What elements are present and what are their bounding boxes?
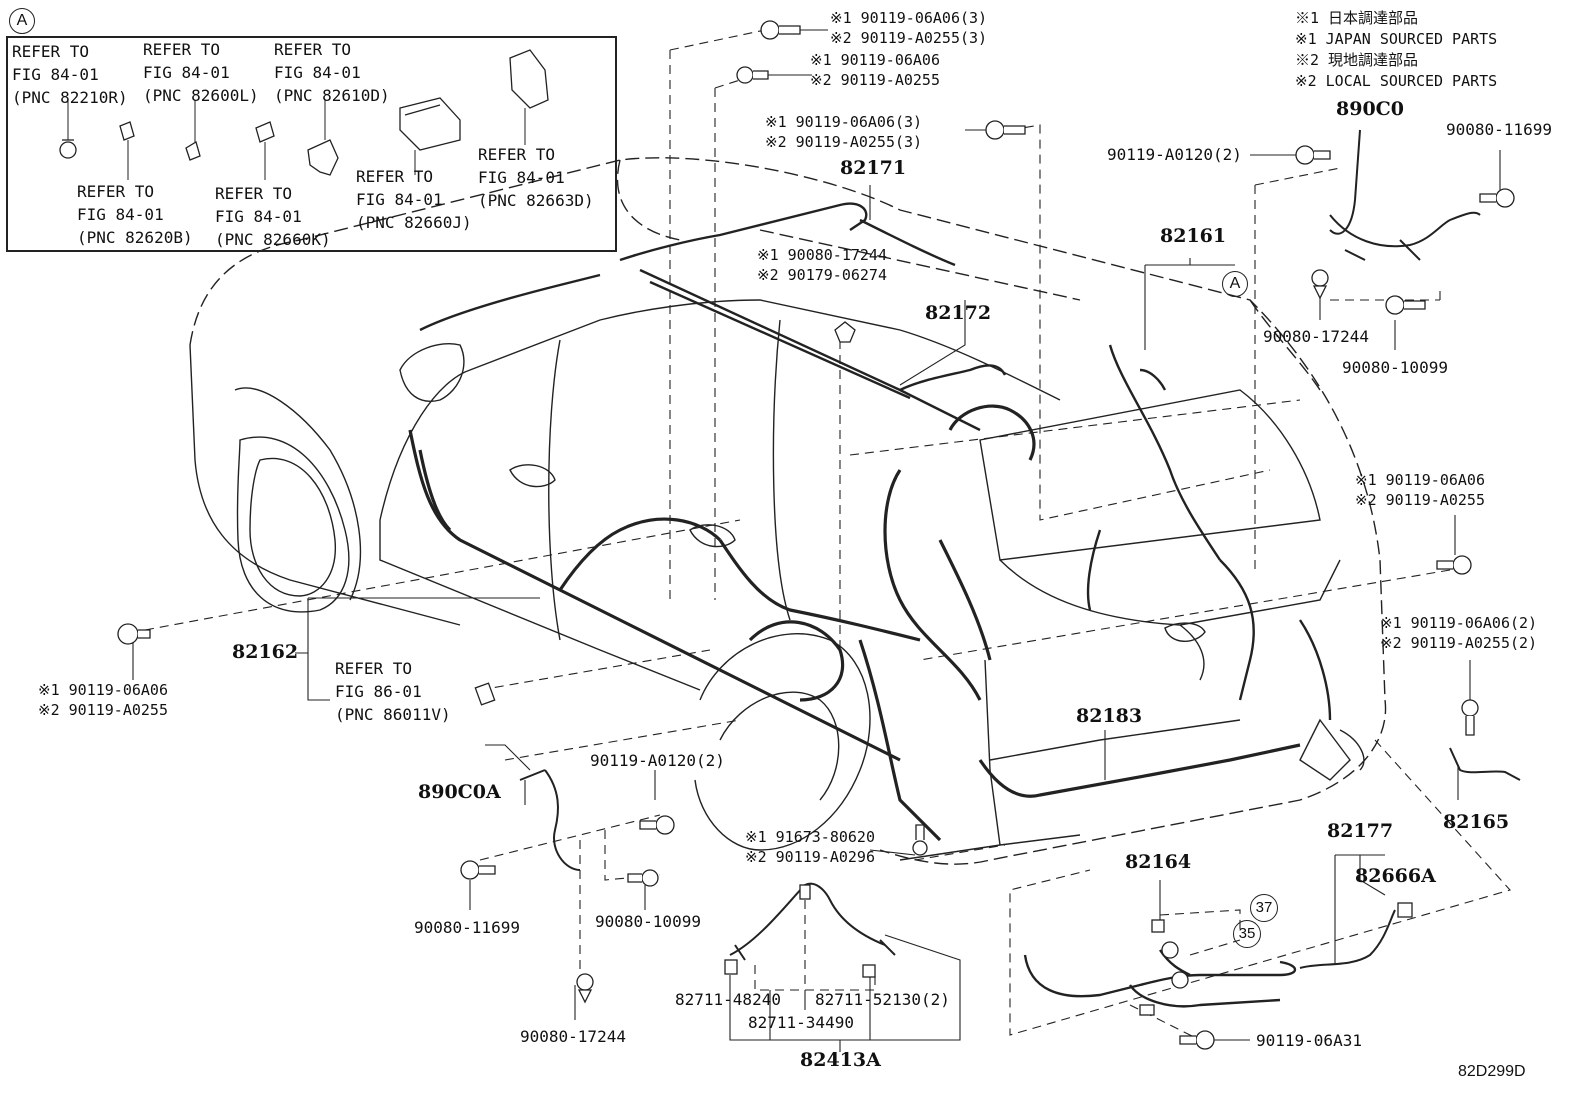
bolt-icon <box>736 66 769 84</box>
fastener-icons <box>117 20 1515 1050</box>
bolt-icon <box>912 824 928 856</box>
bracket-icon <box>307 139 339 176</box>
part-90080-10099-low: 90080-10099 <box>595 912 701 931</box>
connector-icon <box>1397 902 1413 918</box>
part-90080-10099-right: 90080-10099 <box>1342 358 1448 377</box>
clip-icon <box>119 121 135 141</box>
part-82183: 82183 <box>1076 705 1143 727</box>
clip-icon <box>724 959 738 975</box>
harness-82165 <box>1449 747 1521 781</box>
legend-line-3: ※2 現地調達部品 <box>1295 51 1419 69</box>
part-90119-A0120-top: 90119-A0120(2) <box>1107 145 1242 164</box>
legend-line-2: ※1 JAPAN SOURCED PARTS <box>1295 30 1498 48</box>
part-82161: 82161 <box>1160 225 1227 247</box>
note-top3: ※1 90119-06A06(3)※2 90119-A0255(3) <box>765 113 923 151</box>
note-bottom: ※1 91673-80620※2 90119-A0296 <box>745 828 875 866</box>
part-82711-34490: 82711-34490 <box>748 1013 854 1032</box>
clip-icon <box>255 121 275 143</box>
bolt-icon <box>1179 1030 1215 1050</box>
part-90119-06A31: 90119-06A31 <box>1256 1031 1362 1050</box>
bolt-icon <box>985 120 1026 140</box>
reference-inset-box <box>6 36 617 252</box>
bolt-icon <box>1385 295 1426 315</box>
inset-leaders <box>67 100 526 180</box>
part-82162: 82162 <box>232 641 299 663</box>
bolt-icon <box>1295 145 1331 165</box>
part-890C0: 890C0 <box>1336 98 1405 120</box>
part-82171: 82171 <box>840 157 907 179</box>
note-right2: ※1 90119-06A06(2)※2 90119-A0255(2) <box>1380 614 1538 652</box>
part-90080-17244-low: 90080-17244 <box>520 1027 626 1046</box>
module-icon <box>509 49 549 109</box>
clip-icon <box>1151 919 1165 933</box>
part-90080-11699-low: 90080-11699 <box>414 918 520 937</box>
part-82164: 82164 <box>1125 851 1192 873</box>
note-right1: ※1 90119-06A06※2 90119-A0255 <box>1355 471 1485 509</box>
bolt-icon <box>1479 188 1515 208</box>
clip-icon <box>1311 269 1329 300</box>
bolt-icon <box>1461 699 1479 736</box>
bolt-icon <box>1436 555 1472 575</box>
note-top1: ※1 90119-06A06(3)※2 90119-A0255(3) <box>830 9 988 47</box>
note-mid: ※1 90080-17244※2 90179-06274 <box>757 246 887 284</box>
vehicle-body-outline <box>189 157 1387 865</box>
harness-890C0 <box>519 129 1481 871</box>
legend-line-1: ※1 日本調達部品 <box>1295 9 1419 27</box>
part-82666A: 82666A <box>1355 865 1436 887</box>
bolt-icon <box>117 623 151 645</box>
clip-icon <box>185 141 201 161</box>
clip-icon <box>862 964 876 978</box>
part-82711-52130: 82711-52130(2) <box>815 990 950 1009</box>
harness-main <box>408 404 1301 842</box>
part-90080-11699-top: 90080-11699 <box>1446 120 1552 139</box>
module-icon <box>399 97 461 151</box>
note-top2: ※1 90119-06A06※2 90119-A0255 <box>810 51 940 89</box>
bolt-icon <box>460 860 496 880</box>
diagram-id: 82D299D <box>1458 1063 1526 1080</box>
ref-circle-37: 37 <box>1250 894 1278 922</box>
clip-icon <box>834 321 856 343</box>
vehicle-body-lines <box>189 299 1365 861</box>
bolt-icon <box>639 815 675 835</box>
ref-circle-35: 35 <box>1233 920 1261 948</box>
harness-82177 <box>1299 909 1396 969</box>
part-82711-48240: 82711-48240 <box>675 990 781 1009</box>
solid-leaders <box>132 29 1501 1052</box>
note-left: ※1 90119-06A06※2 90119-A0255 <box>38 681 168 719</box>
part-90080-17244-right: 90080-17244 <box>1263 327 1369 346</box>
inset-part-icons <box>59 49 549 176</box>
callout-marker-a: A <box>1222 271 1248 297</box>
part-890C0A: 890C0A <box>418 781 501 803</box>
bolt-icon <box>627 869 659 887</box>
part-82165: 82165 <box>1443 811 1510 833</box>
part-82413A: 82413A <box>800 1049 881 1071</box>
harness-roof <box>419 202 1332 721</box>
clip-icon <box>1171 971 1189 989</box>
harness-82164 <box>1023 949 1297 1008</box>
clip-icon <box>576 973 594 1004</box>
inset-marker-a: A <box>9 8 35 34</box>
clip-icon <box>799 884 811 900</box>
part-82172: 82172 <box>925 302 992 324</box>
part-82177: 82177 <box>1327 820 1394 842</box>
connector-icon <box>474 682 496 706</box>
clip-icon <box>1161 941 1179 959</box>
harness-82413A <box>729 882 896 961</box>
bolt-icon <box>760 20 801 40</box>
legend-line-4: ※2 LOCAL SOURCED PARTS <box>1295 72 1498 90</box>
part-90119-A0120-low: 90119-A0120(2) <box>590 751 725 770</box>
connector-icon <box>1139 1004 1155 1016</box>
clip-icon <box>59 139 77 159</box>
